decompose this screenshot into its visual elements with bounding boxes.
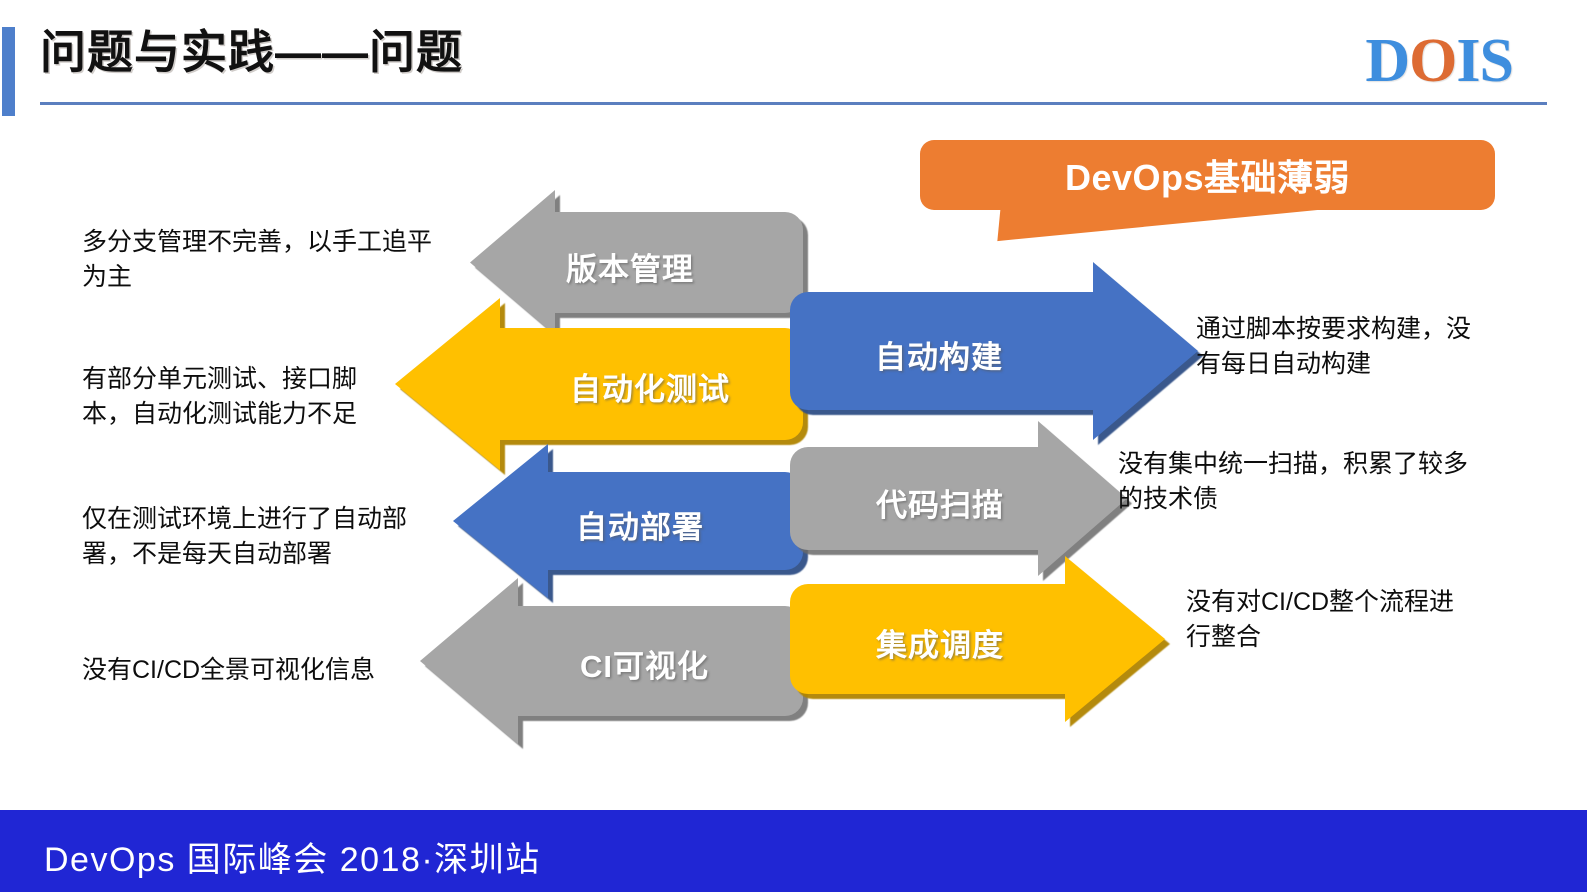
note-line: 通过脚本按要求构建，没 (1196, 315, 1472, 343)
note-line: 多分支管理不完善，以手工追平 (82, 228, 433, 256)
footer-bar: DevOps 国际峰会 2018·深圳站 (0, 810, 1587, 892)
logo-letter-is: IS (1456, 27, 1514, 95)
arrow-left-2 (395, 298, 803, 470)
note-line: 没有对CI/CD整个流程进 (1186, 588, 1455, 616)
note-right-integration-scheduling: 没有对CI/CD整个流程进 行整合 (1186, 585, 1566, 654)
note-line: 有部分单元测试、接口脚 (82, 365, 358, 393)
note-left-automated-deploy: 仅在测试环境上进行了自动部 署，不是每天自动部署 (82, 502, 482, 571)
header-accent-bar (2, 27, 15, 116)
arrow-left-3 (453, 444, 803, 598)
note-line: 没有CI/CD全景可视化信息 (82, 656, 376, 684)
arrow-right-3 (790, 556, 1165, 722)
logo-letter-d: D (1365, 27, 1410, 95)
header-divider-rule (40, 102, 1547, 105)
callout-box: DevOps基础薄弱 (920, 140, 1495, 210)
note-right-automated-build: 通过脚本按要求构建，没 有每日自动构建 (1196, 312, 1556, 381)
dois-logo: DOIS (1365, 27, 1514, 95)
note-line: 本，自动化测试能力不足 (82, 399, 358, 428)
note-left-ci-visualization: 没有CI/CD全景可视化信息 (82, 653, 482, 688)
note-left-version-management: 多分支管理不完善，以手工追平 为主 (82, 225, 482, 294)
note-line: 没有集中统一扫描，积累了较多 (1118, 450, 1469, 478)
logo-letter-o: O (1409, 27, 1457, 95)
arrow-left-4 (420, 578, 803, 744)
note-line: 的技术债 (1118, 484, 1219, 513)
arrow-left-1 (470, 190, 803, 335)
arrow-shapes-svg (395, 190, 1198, 744)
note-line: 有每日自动构建 (1196, 349, 1372, 378)
arrow-right-1 (790, 262, 1198, 440)
note-line: 为主 (82, 262, 133, 291)
page-title: 问题与实践——问题 (40, 26, 463, 78)
callout-banner: DevOps基础薄弱 (920, 140, 1495, 248)
note-left-automated-testing: 有部分单元测试、接口脚 本，自动化测试能力不足 (82, 362, 412, 431)
note-line: 仅在测试环境上进行了自动部 (82, 505, 408, 533)
arrow-right-2 (790, 421, 1127, 576)
callout-text: DevOps基础薄弱 (1064, 157, 1351, 198)
note-right-code-scan: 没有集中统一扫描，积累了较多 的技术债 (1118, 447, 1568, 516)
note-line: 署，不是每天自动部署 (82, 539, 333, 568)
note-line: 行整合 (1186, 622, 1262, 651)
footer-text: DevOps 国际峰会 2018·深圳站 (44, 841, 541, 879)
